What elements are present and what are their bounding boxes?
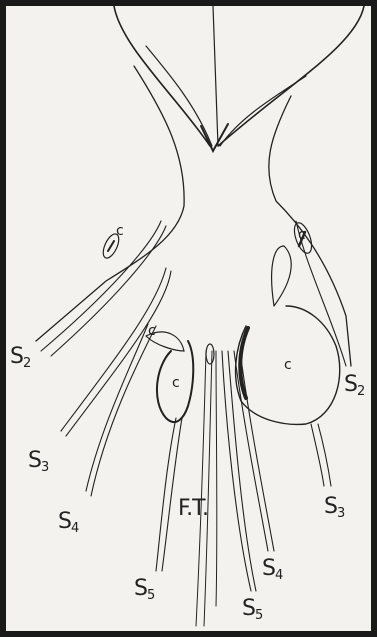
label-s4-right: S4 — [262, 558, 283, 582]
label-c-s5-left: c — [172, 376, 180, 390]
label-s3-left: S3 — [28, 450, 49, 474]
root-s3-right — [311, 424, 324, 486]
label-s5-left: S5 — [134, 578, 155, 602]
root-s4-right — [234, 351, 268, 551]
label-s4-left: S4 — [58, 511, 79, 535]
label-s3-right: S3 — [324, 496, 345, 520]
conus-left-outer — [114, 6, 210, 146]
label-ft: F.T. — [178, 498, 208, 520]
central-line — [213, 6, 218, 146]
conus-notch — [201, 124, 228, 151]
body-right — [269, 96, 351, 366]
root-s5-left — [156, 418, 176, 571]
filum-terminale — [196, 351, 206, 626]
conus-right-outer — [218, 6, 364, 146]
diagram-frame: S2 S2 S3 S3 S4 S4 S5 S5 F.T. c c c c c — [6, 6, 371, 631]
label-s5-right: S5 — [242, 598, 263, 622]
label-c-s2-right: c — [298, 228, 306, 242]
filum-tip — [206, 344, 214, 364]
conus-left-inner — [146, 46, 212, 146]
root-s4-left — [91, 326, 156, 496]
nerve-diagram — [6, 6, 371, 631]
label-s2-right: S2 — [344, 374, 365, 398]
label-c-s4-left: c — [148, 324, 156, 338]
label-c-s2-left: c — [116, 224, 124, 238]
label-c-s3-right: c — [284, 358, 292, 372]
conus-right-inner — [220, 76, 306, 146]
label-s2-left: S2 — [10, 346, 31, 370]
